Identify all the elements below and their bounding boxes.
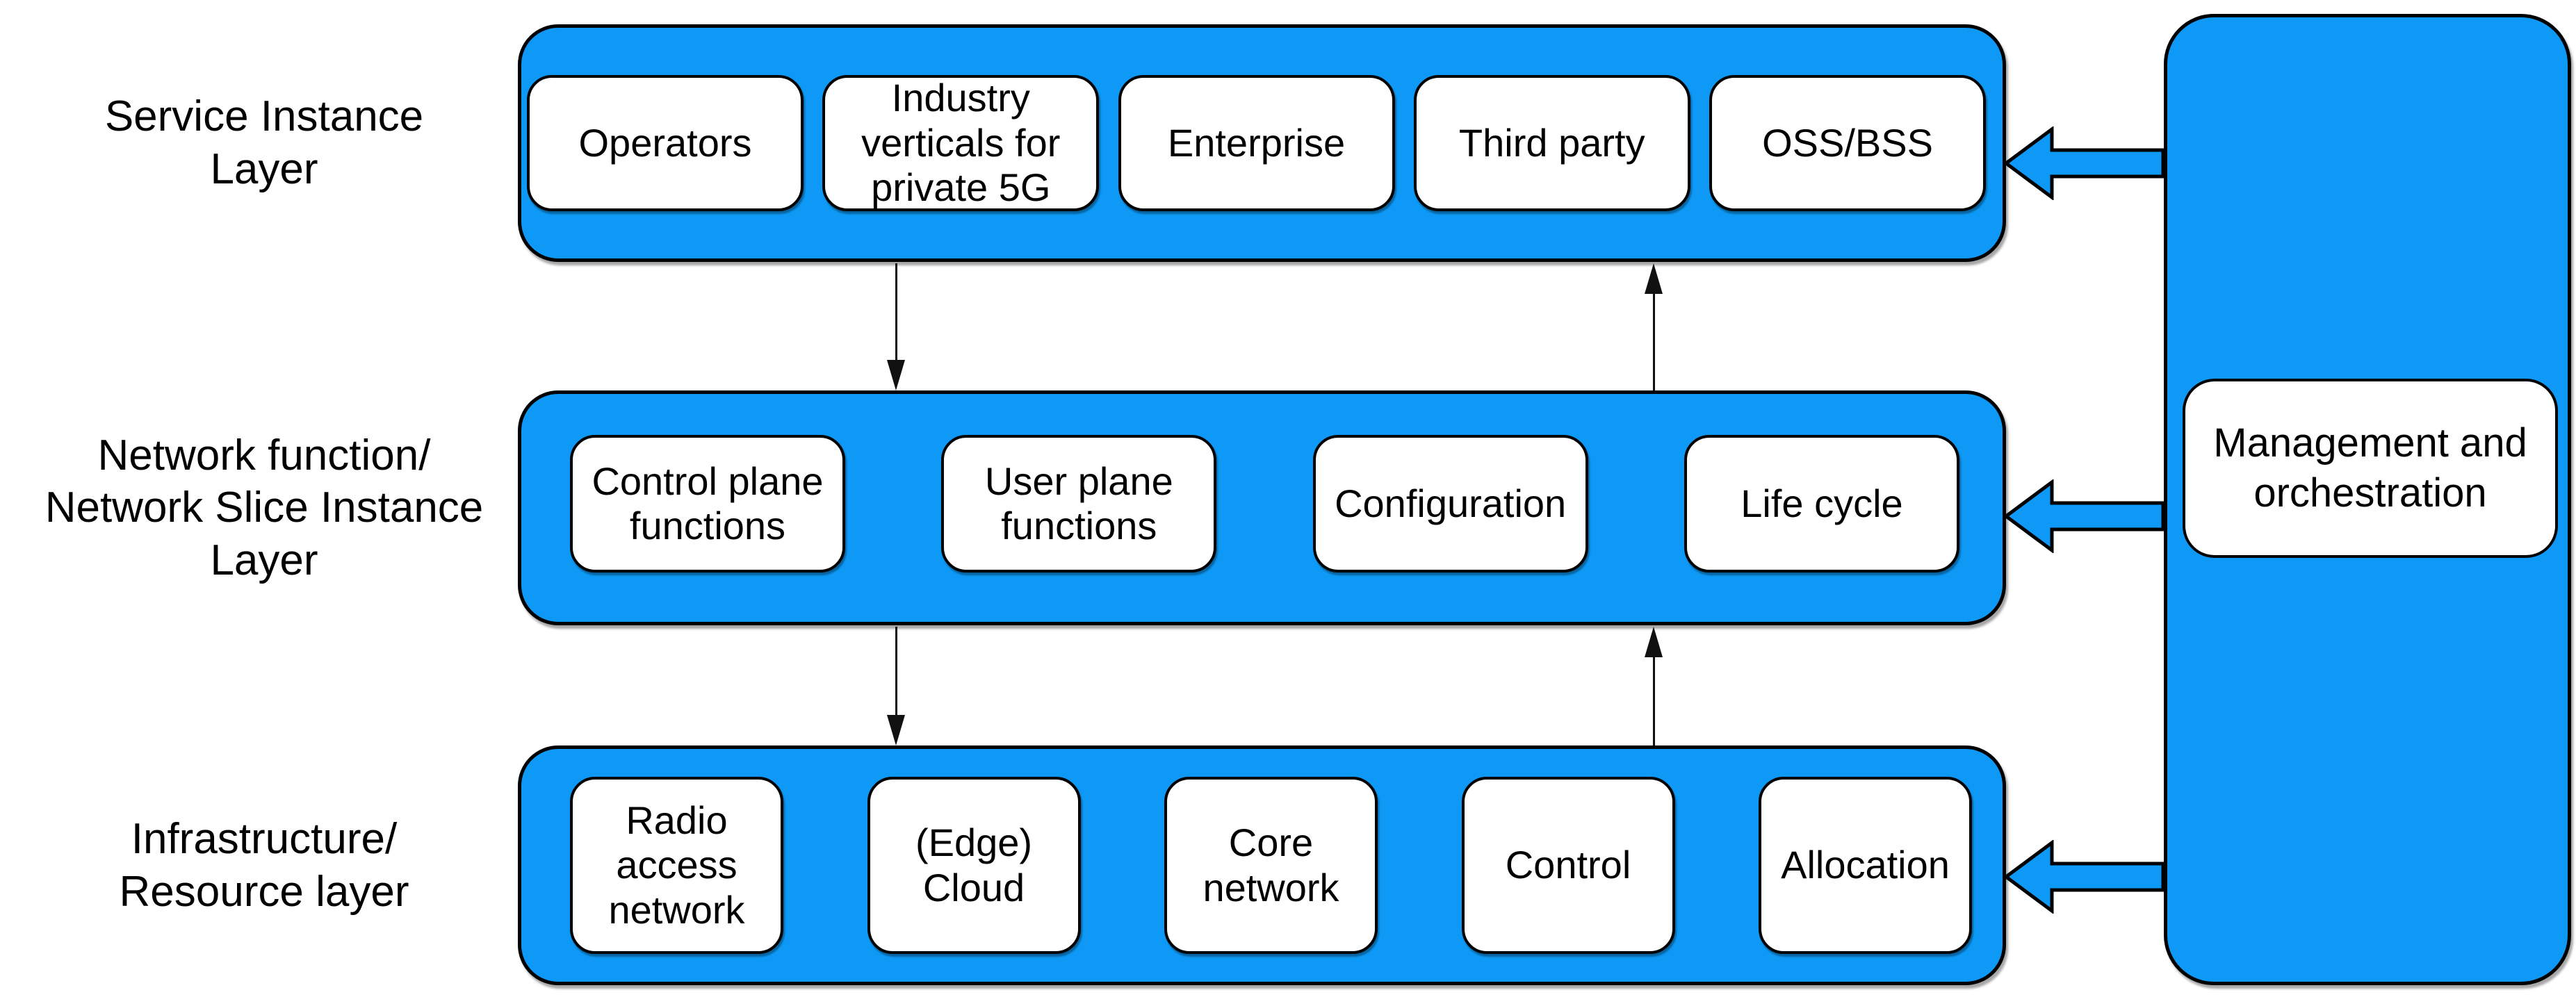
- arrow-up-line-icon: [1653, 656, 1655, 745]
- node-operators: Operators: [527, 75, 804, 211]
- node-oss-bss: OSS/BSS: [1709, 75, 1986, 211]
- node-control: Control: [1461, 777, 1675, 954]
- layer-network-function: Control plane functions User plane funct…: [518, 390, 2006, 625]
- arrow-up-head-icon: [1645, 627, 1663, 657]
- layer-label-network-function: Network function/ Network Slice Instance…: [44, 431, 484, 584]
- node-industry-verticals: Industry verticals for private 5G: [822, 75, 1100, 211]
- node-life-cycle: Life cycle: [1684, 435, 1959, 572]
- node-management-orchestration: Management and orchestration: [2183, 379, 2558, 558]
- block-arrow-management-to-infrastructure-icon: [2003, 840, 2165, 914]
- arrow-down-line-icon: [895, 263, 897, 361]
- node-allocation: Allocation: [1759, 777, 1972, 954]
- layer-label-service-instance: Service Instance Layer: [104, 92, 424, 193]
- node-enterprise: Enterprise: [1118, 75, 1395, 211]
- node-configuration: Configuration: [1312, 435, 1588, 572]
- block-arrow-management-to-service-icon: [2003, 126, 2165, 200]
- block-arrow-management-to-network-icon: [2003, 479, 2165, 553]
- arrow-down-head-icon: [887, 715, 905, 745]
- node-edge-cloud: (Edge) Cloud: [867, 777, 1081, 954]
- arrow-down-line-icon: [895, 627, 897, 716]
- layer-label-infrastructure: Infrastructure/ Resource layer: [119, 814, 409, 916]
- node-control-plane-functions: Control plane functions: [570, 435, 845, 572]
- layer-infrastructure-row: Radio access network (Edge) Cloud Core n…: [521, 749, 2003, 982]
- arrow-up-line-icon: [1653, 292, 1655, 390]
- layer-service-instance-row: Operators Industry verticals for private…: [521, 28, 2003, 258]
- arrow-up-head-icon: [1645, 263, 1663, 294]
- layer-network-function-row: Control plane functions User plane funct…: [521, 394, 2003, 622]
- node-radio-access-network: Radio access network: [570, 777, 783, 954]
- layer-service-instance: Operators Industry verticals for private…: [518, 24, 2006, 262]
- node-core-network: Core network: [1164, 777, 1378, 954]
- node-user-plane-functions: User plane functions: [941, 435, 1217, 572]
- arrow-down-head-icon: [887, 360, 905, 390]
- layer-infrastructure: Radio access network (Edge) Cloud Core n…: [518, 745, 2006, 985]
- node-third-party: Third party: [1413, 75, 1690, 211]
